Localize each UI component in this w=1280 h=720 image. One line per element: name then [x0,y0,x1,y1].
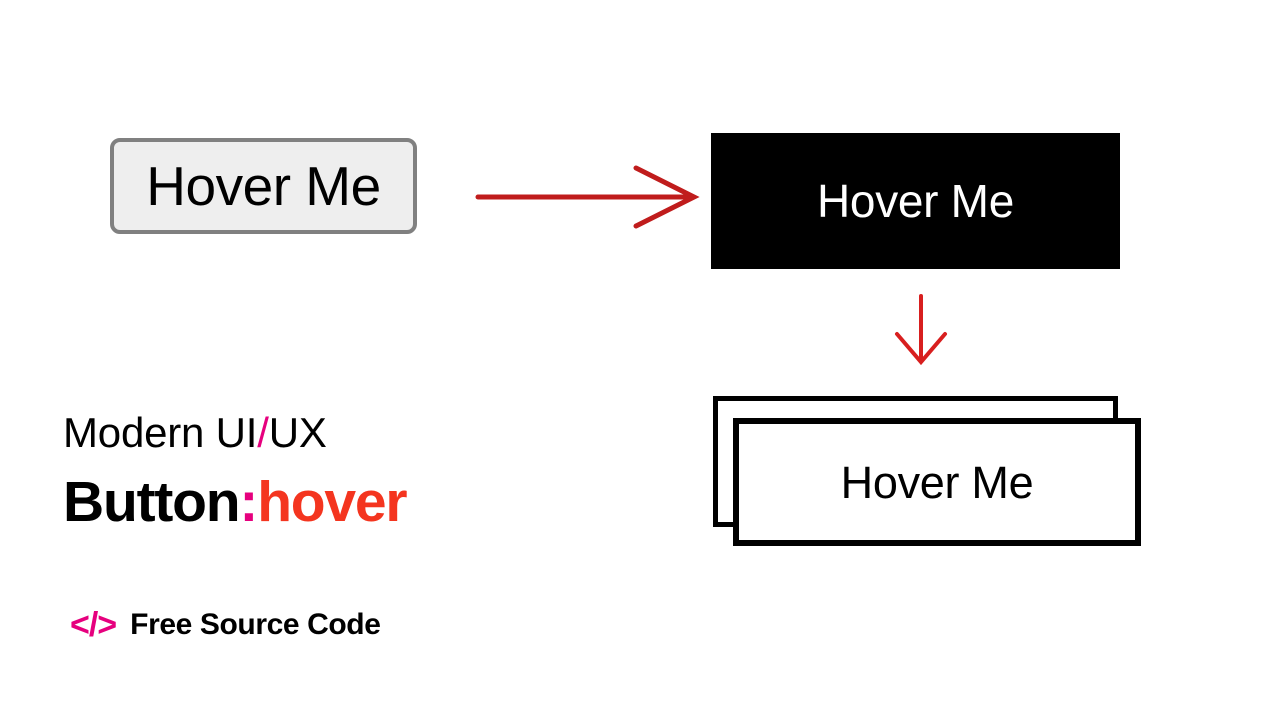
default-state-button[interactable]: Hover Me [110,138,417,234]
caption-title: Button:hover [63,468,623,536]
caption-block: Modern UI/UX Button:hover [63,408,623,536]
caption-subtitle-suffix: UX [268,409,327,456]
free-source-code-strip[interactable]: </> Free Source Code [70,608,381,642]
caption-title-accent: hover [257,469,407,534]
transition-arrow-down-icon [895,294,947,366]
hover-outline-button-label: Hover Me [840,456,1034,508]
hover-outline-button-frame[interactable]: Hover Me [733,418,1141,546]
caption-title-word: Button [63,469,241,534]
caption-subtitle-slash: / [257,409,269,456]
caption-title-colon: : [239,469,258,534]
hover-solid-button-label: Hover Me [817,175,1014,227]
caption-subtitle: Modern UI/UX [63,408,623,458]
transition-arrow-right-icon [475,165,700,229]
caption-subtitle-prefix: Modern UI [63,409,258,456]
default-state-button-label: Hover Me [146,154,381,217]
hover-outline-button[interactable]: Hover Me [713,396,1143,551]
hover-solid-button[interactable]: Hover Me [711,133,1120,269]
free-source-code-label: Free Source Code [130,608,381,641]
code-tag-icon: </> [70,606,117,644]
